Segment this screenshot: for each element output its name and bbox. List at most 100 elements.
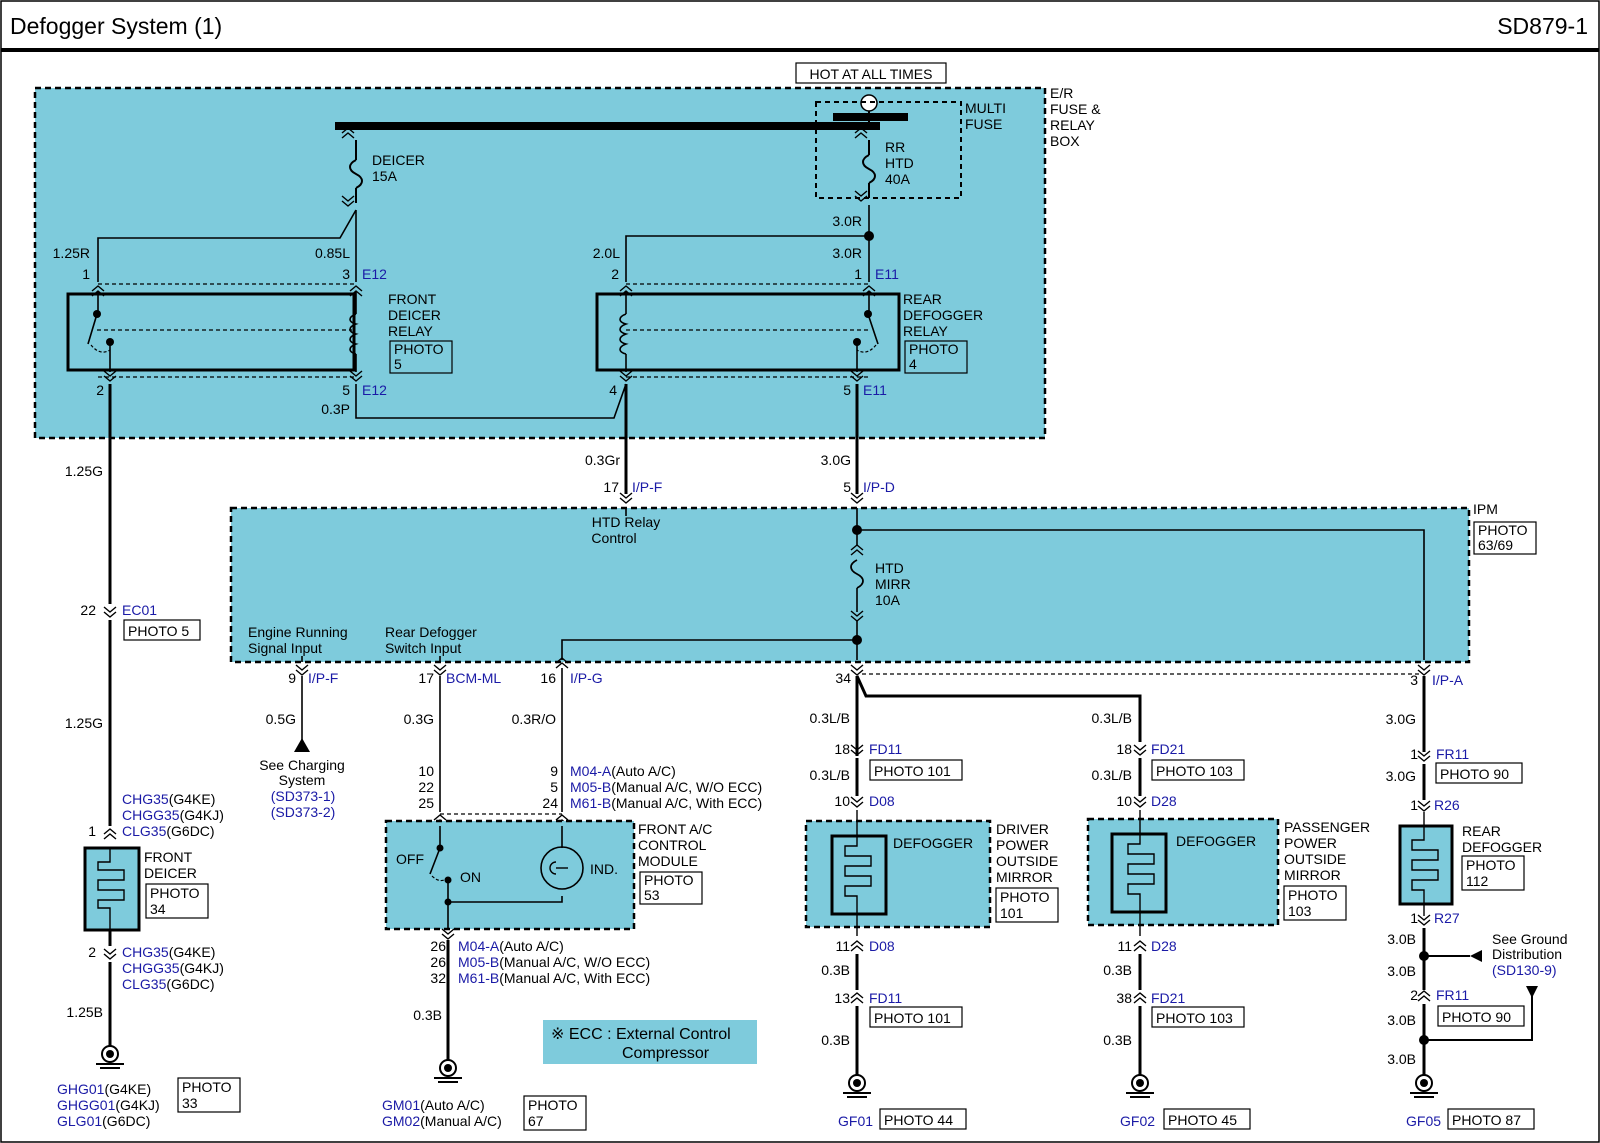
svg-text:GF05: GF05 (1406, 1113, 1441, 1129)
svg-text:9: 9 (288, 670, 296, 686)
svg-text:IPM: IPM (1473, 501, 1498, 517)
svg-text:D28: D28 (1151, 938, 1177, 954)
svg-text:D08: D08 (869, 938, 895, 954)
svg-text:0.85L: 0.85L (315, 245, 350, 261)
rear-defogger-relay-label: REAR DEFOGGER RELAY (903, 291, 987, 339)
svg-text:3.0G: 3.0G (1386, 768, 1416, 784)
power-bus-bar (335, 122, 880, 130)
page-title: Defogger System (1) (10, 13, 222, 39)
svg-text:PHOTO 44: PHOTO 44 (884, 1112, 953, 1128)
deicer-fuse-label: DEICER 15A (372, 152, 429, 184)
svg-text:(SD373-1)(SD373-2): (SD373-1)(SD373-2) (271, 788, 336, 820)
svg-text:18: 18 (1116, 741, 1132, 757)
svg-text:(SD130-9): (SD130-9) (1492, 962, 1557, 978)
heater-grid-icon (1411, 812, 1439, 916)
svg-text:E11: E11 (863, 382, 887, 398)
svg-text:0.3B: 0.3B (821, 962, 850, 978)
svg-text:GHG01(G4KE)GHGG01(G4KJ)GLG01(G: GHG01(G4KE)GHGG01(G4KJ)GLG01(G6DC) (57, 1081, 160, 1129)
heater-grid-icon (1127, 810, 1155, 936)
driver-mirror-box (804, 819, 992, 929)
rear-defogger-relay-coil (619, 313, 629, 355)
multi-fuse-bus (833, 113, 908, 121)
svg-text:I/P-F: I/P-F (308, 670, 338, 686)
svg-text:GM01(Auto A/C)GM02(Manual A/C): GM01(Auto A/C)GM02(Manual A/C) (382, 1097, 502, 1129)
passenger-mirror-defogger (1110, 832, 1168, 914)
svg-text:EC01: EC01 (122, 602, 157, 618)
svg-text:11: 11 (1117, 938, 1132, 954)
svg-text:0.3B: 0.3B (1103, 962, 1132, 978)
charging-arrow-icon (294, 738, 310, 752)
svg-text:E12: E12 (362, 382, 387, 398)
svg-text:FD21: FD21 (1151, 741, 1185, 757)
svg-text:I/P-D: I/P-D (863, 479, 895, 495)
svg-text:1: 1 (88, 823, 96, 839)
svg-text:1: 1 (82, 266, 90, 282)
ground-gf02-icon (1126, 1074, 1154, 1098)
svg-text:3.0R: 3.0R (832, 213, 862, 229)
svg-text:FR11: FR11 (1436, 746, 1469, 762)
er-fuse-relay-box (33, 86, 1047, 440)
rear-defogger-element (1398, 824, 1454, 906)
svg-text:34: 34 (835, 670, 851, 686)
svg-text:FD21: FD21 (1151, 990, 1185, 1006)
svg-text:0.3B: 0.3B (413, 1007, 442, 1023)
svg-text:PHOTO 101: PHOTO 101 (874, 1010, 951, 1026)
svg-text:DEFOGGER: DEFOGGER (1176, 833, 1256, 849)
heater-grid-icon (97, 848, 125, 930)
svg-text:0.3P: 0.3P (321, 401, 350, 417)
ipm-box (229, 506, 1471, 664)
svg-text:E11: E11 (875, 266, 899, 282)
svg-text:3.0B: 3.0B (1387, 931, 1416, 947)
svg-text:16: 16 (540, 670, 556, 686)
svg-text:0.3L/B: 0.3L/B (810, 767, 850, 783)
svg-text:R26: R26 (1434, 797, 1460, 813)
ground-gf05-icon (1410, 1074, 1438, 1098)
svg-text:D28: D28 (1151, 793, 1177, 809)
svg-text:3.0B: 3.0B (1387, 1012, 1416, 1028)
svg-text:M04-A(Auto A/C)M05-B(Manual A/: M04-A(Auto A/C)M05-B(Manual A/C, W/O ECC… (570, 763, 762, 811)
svg-text:GF02: GF02 (1120, 1113, 1155, 1129)
svg-text:0.3L/B: 0.3L/B (1092, 710, 1132, 726)
svg-text:13: 13 (834, 990, 850, 1006)
svg-text:FD11: FD11 (869, 990, 902, 1006)
svg-text:PHOTO 45: PHOTO 45 (1168, 1112, 1237, 1128)
front-deicer-relay (66, 292, 356, 372)
rr-htd-fuse-icon (862, 154, 876, 184)
svg-text:DEFOGGER: DEFOGGER (893, 835, 973, 851)
svg-text:PHOTO 87: PHOTO 87 (1452, 1112, 1521, 1128)
svg-text:PHOTO 103: PHOTO 103 (1156, 763, 1233, 779)
svg-text:PHOTO 101: PHOTO 101 (874, 763, 951, 779)
svg-text:M04-A(Auto A/C)M05-B(Manual A/: M04-A(Auto A/C)M05-B(Manual A/C, W/O ECC… (458, 938, 650, 986)
rr-htd-fuse-label: RR HTD 40A (885, 139, 918, 187)
rear-defogger-relay (595, 292, 901, 372)
svg-text:5: 5 (843, 382, 851, 398)
svg-text:11: 11 (835, 938, 850, 954)
svg-text:I/P-A: I/P-A (1432, 672, 1464, 688)
ground-arrow-icon (1526, 986, 1538, 998)
svg-text:3: 3 (1410, 672, 1418, 688)
svg-text:2: 2 (611, 266, 619, 282)
svg-text:I/P-F: I/P-F (632, 479, 662, 495)
ecc-note (543, 1020, 757, 1064)
svg-text:1.25G: 1.25G (65, 715, 103, 731)
htd-mirr-fuse-icon (850, 559, 864, 589)
front-deicer-relay-switch (87, 313, 98, 345)
page-code: SD879-1 (1497, 13, 1588, 39)
hot-label-box (795, 62, 947, 84)
svg-text:0.5G: 0.5G (266, 711, 296, 727)
svg-text:3.0G: 3.0G (1386, 711, 1416, 727)
svg-text:17: 17 (418, 670, 434, 686)
deicer-fuse-icon (349, 159, 363, 189)
svg-text:OFF: OFF (396, 851, 424, 867)
svg-text:18: 18 (834, 741, 850, 757)
